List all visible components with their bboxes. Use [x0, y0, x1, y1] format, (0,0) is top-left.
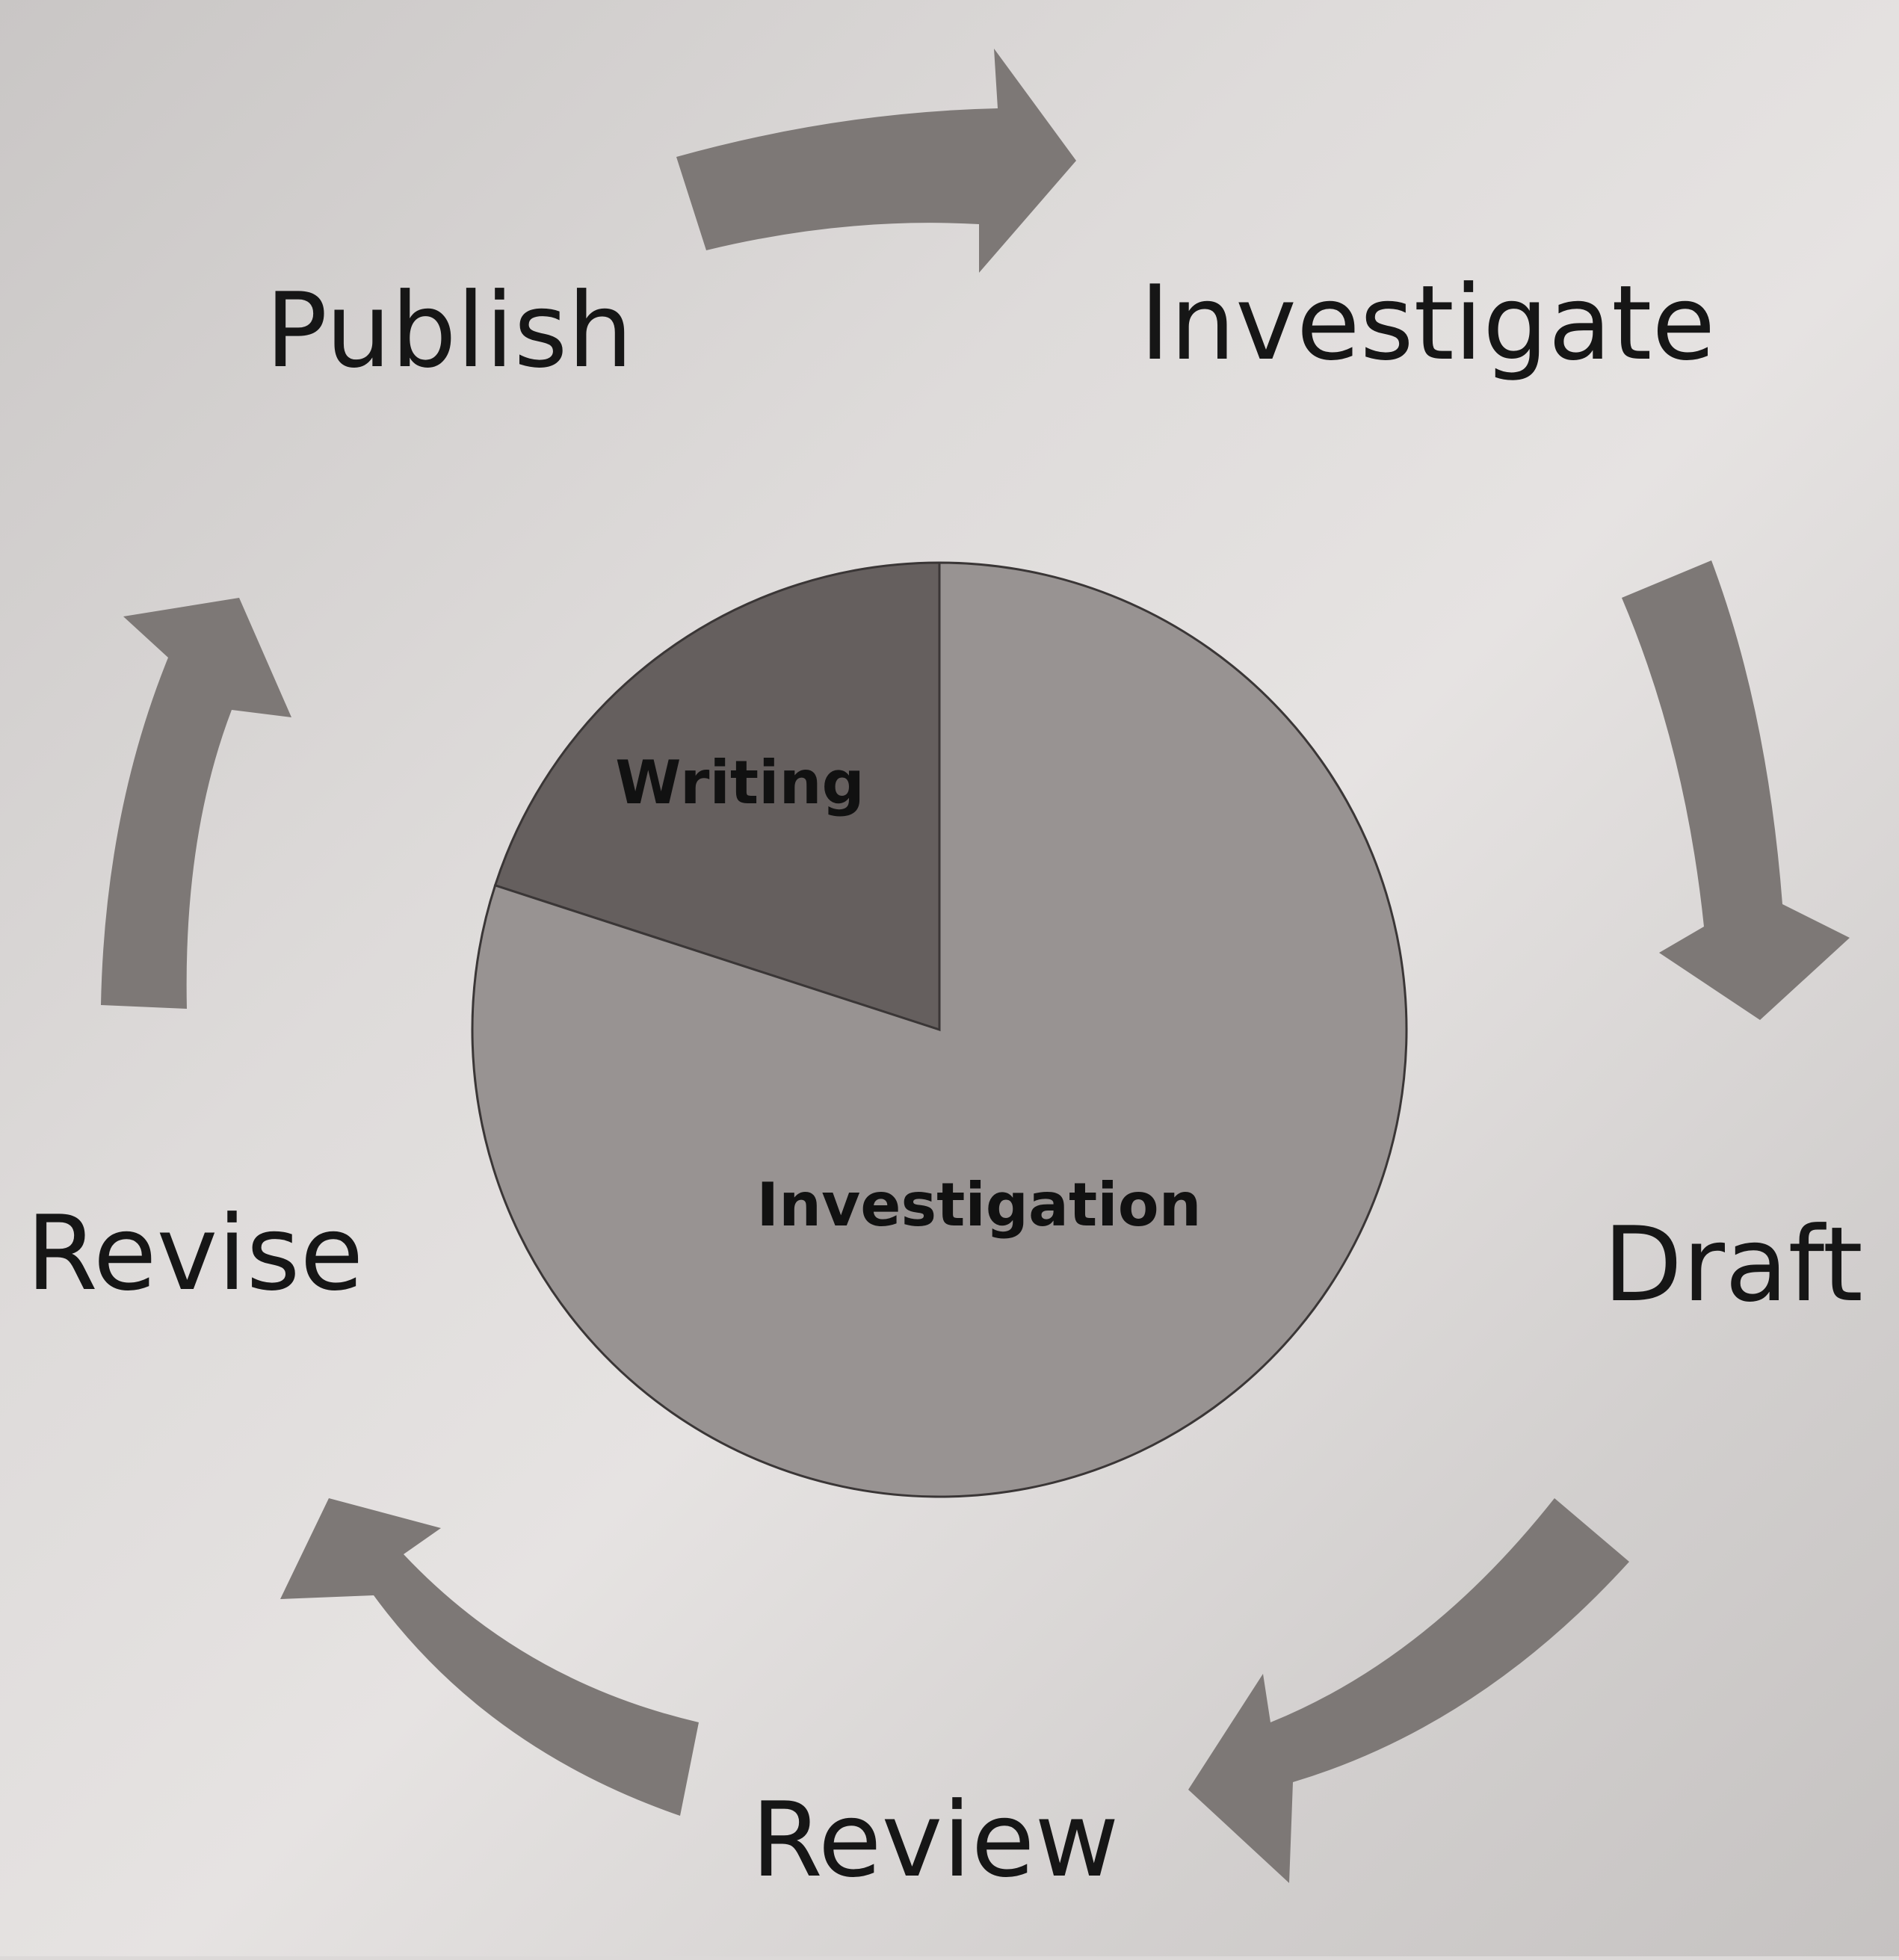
- stage-label-draft: Draft: [1603, 1205, 1863, 1325]
- arrow-publish-to-investigate: [676, 49, 1076, 273]
- arrow-review-to-revise: [280, 1498, 699, 1816]
- arrow-revise-to-publish: [101, 598, 291, 1009]
- pie-slice-investigation: [471, 561, 1408, 1498]
- pie-label-writing: Writing: [615, 748, 865, 817]
- stage-label-publish: Publish: [265, 270, 633, 391]
- pie-label-investigation: Investigation: [756, 1170, 1201, 1240]
- arrow-investigate-to-draft: [1622, 560, 1850, 1020]
- stage-label-revise: Revise: [26, 1193, 363, 1314]
- arrow-draft-to-review: [1188, 1498, 1629, 1883]
- stage-label-investigate: Investigate: [1140, 263, 1715, 383]
- pie-slice-writing: [493, 561, 941, 1032]
- stage-label-review: Review: [751, 1780, 1119, 1900]
